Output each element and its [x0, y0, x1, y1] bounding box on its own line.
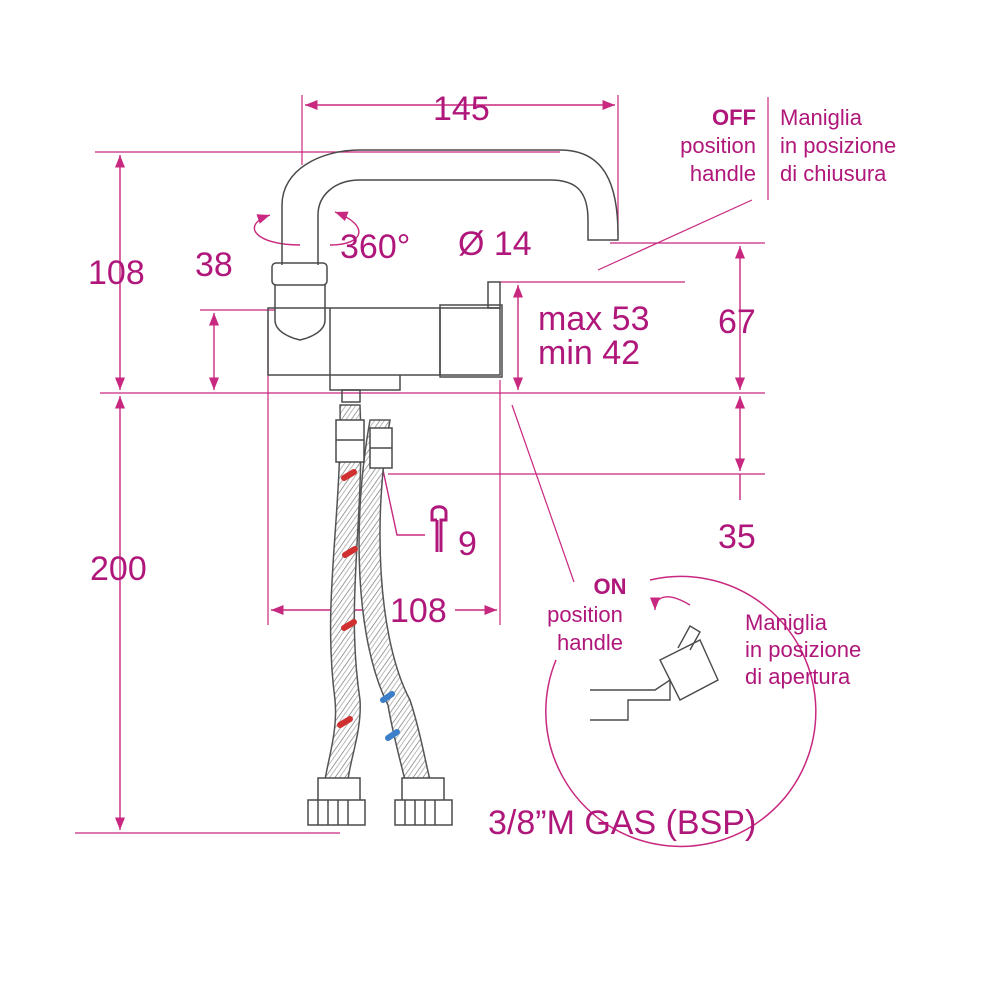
fitting-cold: [401, 777, 445, 803]
inset-circle: [545, 575, 817, 848]
dim-200-label: 200: [90, 550, 147, 588]
diameter-label: Ø 14: [458, 225, 532, 263]
spout-collar: [271, 262, 328, 286]
thickness-max-label: max 53: [538, 300, 650, 338]
wrench-leader: [382, 469, 425, 536]
faucet-body: [267, 307, 501, 376]
on-position-inset: [545, 575, 817, 848]
dimension-arrows: [114, 99, 746, 830]
handle-block: [439, 304, 503, 378]
wrench-icon: [430, 505, 448, 552]
handle-lever: [487, 281, 501, 309]
thickness-min-label: min 42: [538, 334, 640, 372]
spout: [281, 149, 619, 265]
body-bottom: [329, 375, 401, 391]
off-italian-2: in posizione: [780, 133, 896, 158]
off-title: OFF: [712, 105, 756, 130]
off-italian-1: Maniglia: [780, 105, 863, 130]
on-position-labels: ON position handle Maniglia in posizione…: [547, 574, 861, 689]
on-italian-3: di apertura: [745, 664, 851, 689]
on-italian-2: in posizione: [745, 637, 861, 662]
extension-lines: [75, 95, 769, 834]
rotation-arrow: [253, 212, 360, 246]
off-italian-3: di chiusura: [780, 161, 887, 186]
on-title: ON: [594, 574, 627, 599]
on-italian-1: Maniglia: [745, 610, 828, 635]
spout-base: [274, 285, 326, 341]
connection-label: 3/8”M GAS (BSP): [488, 804, 756, 842]
dim-38-label: 38: [195, 246, 233, 284]
fitting-hot: [317, 777, 361, 803]
on-line-3: handle: [557, 630, 623, 655]
faucet: [267, 149, 619, 826]
dim-108-horizontal-label: 108: [390, 592, 447, 630]
on-line-2: position: [547, 602, 623, 627]
inset-arrow: [649, 596, 691, 611]
off-position-labels: OFF position handle Maniglia in posizion…: [680, 105, 896, 186]
dimension-labels: 145 108 38 360° Ø 14 max 53 min 42 67 20…: [88, 90, 756, 842]
rotation-label: 360°: [340, 228, 410, 266]
dim-145-label: 145: [433, 90, 490, 128]
dim-35-label: 35: [718, 518, 756, 556]
dim-67-label: 67: [718, 303, 756, 341]
wrench-size-label: 9: [458, 525, 477, 563]
hose-nut-hot: [335, 419, 365, 463]
off-line-3: handle: [690, 161, 756, 186]
off-line-2: position: [680, 133, 756, 158]
dim-108-vertical-label: 108: [88, 254, 145, 292]
